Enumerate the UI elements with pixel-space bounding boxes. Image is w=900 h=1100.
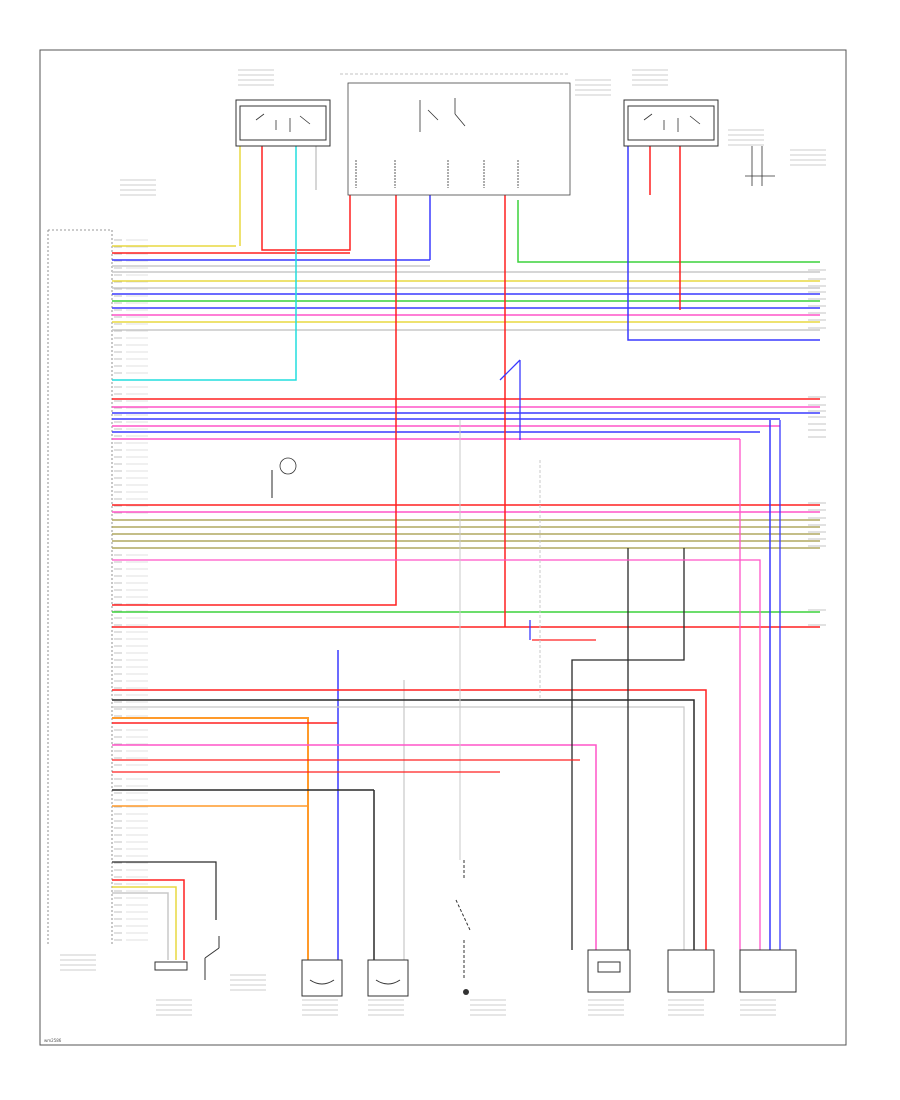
ac-compressor-relay-right — [623, 99, 719, 147]
relay-left-cyan — [112, 140, 297, 381]
pink-to-vss — [112, 744, 597, 950]
orange-signal — [112, 717, 309, 960]
crank-yellow — [112, 886, 177, 960]
fuel-tank-pressure-sensor — [667, 949, 715, 993]
component-captions — [60, 69, 826, 1016]
diagram-id-label: wm2586 — [44, 1038, 62, 1043]
crankshaft-position-sensor — [154, 961, 188, 971]
dark-to-fuel-tank — [112, 699, 695, 950]
diagram-frame — [39, 49, 847, 1046]
gray-to-fuel-tank — [112, 706, 685, 950]
clutch-dark — [112, 861, 217, 920]
fuse-green-run — [517, 200, 820, 263]
right-wire-labels — [808, 269, 826, 626]
red-to-fuel-tank — [112, 689, 707, 950]
fuse-red-drop — [112, 195, 397, 606]
joint-connector-node — [279, 457, 297, 475]
ecm-connector — [47, 229, 148, 945]
ecm-pin-labels — [114, 239, 148, 941]
vss-sensor — [587, 949, 631, 993]
blue-jump — [499, 359, 521, 381]
wire-harness — [112, 140, 820, 960]
cam-sensor-right — [367, 959, 409, 997]
fuse-relay-block — [340, 73, 571, 196]
pink-to-knock — [112, 559, 761, 950]
park-neutral-switch — [455, 860, 471, 995]
relay-left-red — [261, 140, 351, 251]
clutch-switch — [204, 936, 220, 980]
cam-sensor-left — [301, 959, 343, 997]
fuse-right-small — [745, 146, 775, 186]
knock-sensor — [739, 949, 797, 993]
crank-red — [112, 879, 185, 960]
crank-gray — [112, 892, 169, 960]
ac-compressor-relay-left — [235, 99, 331, 147]
relay-right-blue — [627, 146, 820, 341]
